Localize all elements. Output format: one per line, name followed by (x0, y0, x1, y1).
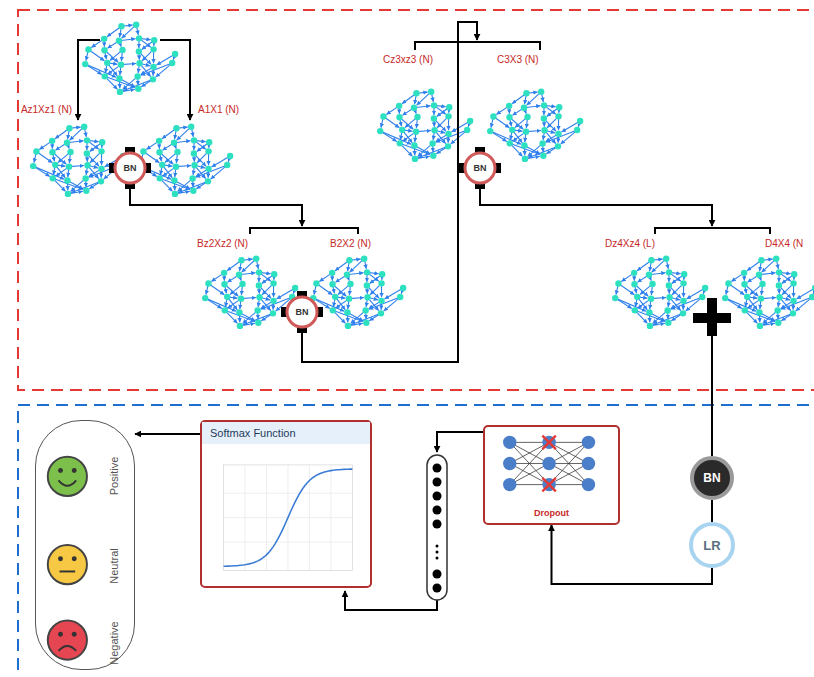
tensor-label: B2X2 (N) (330, 238, 371, 250)
tensor-label: Bz2Xz2 (N) (197, 238, 248, 250)
connector (135, 433, 200, 435)
node-label: BN (703, 471, 720, 485)
dropout-box: Dropout (483, 425, 620, 525)
sentiment-label: Negative (108, 621, 120, 664)
tensor-label: A1X1 (N) (198, 104, 239, 116)
region-outline (18, 405, 814, 677)
sentiment-label: Neutral (108, 548, 120, 583)
tensor-label: C3X3 (N) (497, 54, 539, 66)
softmax-box: Softmax Function (200, 420, 372, 588)
tensor-label: Cz3xz3 (N) (383, 54, 433, 66)
node-label: BN (296, 307, 309, 317)
node-label: LR (703, 538, 720, 553)
graph-icons (30, 22, 814, 330)
region-outline (18, 10, 814, 390)
vector-column (427, 455, 447, 600)
sentiment-label: Positive (108, 457, 120, 496)
node-label: Softmax Function (202, 422, 370, 444)
wires (78, 22, 770, 610)
node-label: BN (474, 163, 487, 173)
connector (711, 500, 713, 522)
batch-norm-circle: BN (690, 456, 734, 500)
node-label: Dropout (534, 508, 569, 518)
connector (552, 525, 713, 584)
batch-norm-circle: BN (285, 295, 319, 329)
tensor-label: Az1Xz1 (N) (21, 104, 72, 116)
softmax-shape (202, 422, 370, 586)
tensor-label: Dz4Xz4 (L) (605, 238, 655, 250)
sentiment-panel: PositiveNeutralNegative (35, 420, 135, 670)
tensor-label: D4X4 (N (765, 238, 803, 250)
batch-norm-circle: BN (113, 151, 147, 185)
node-label: BN (124, 163, 137, 173)
lr-circle: LR (689, 522, 735, 568)
plus-symbol (693, 298, 731, 336)
batch-norm-circle: BN (463, 151, 497, 185)
